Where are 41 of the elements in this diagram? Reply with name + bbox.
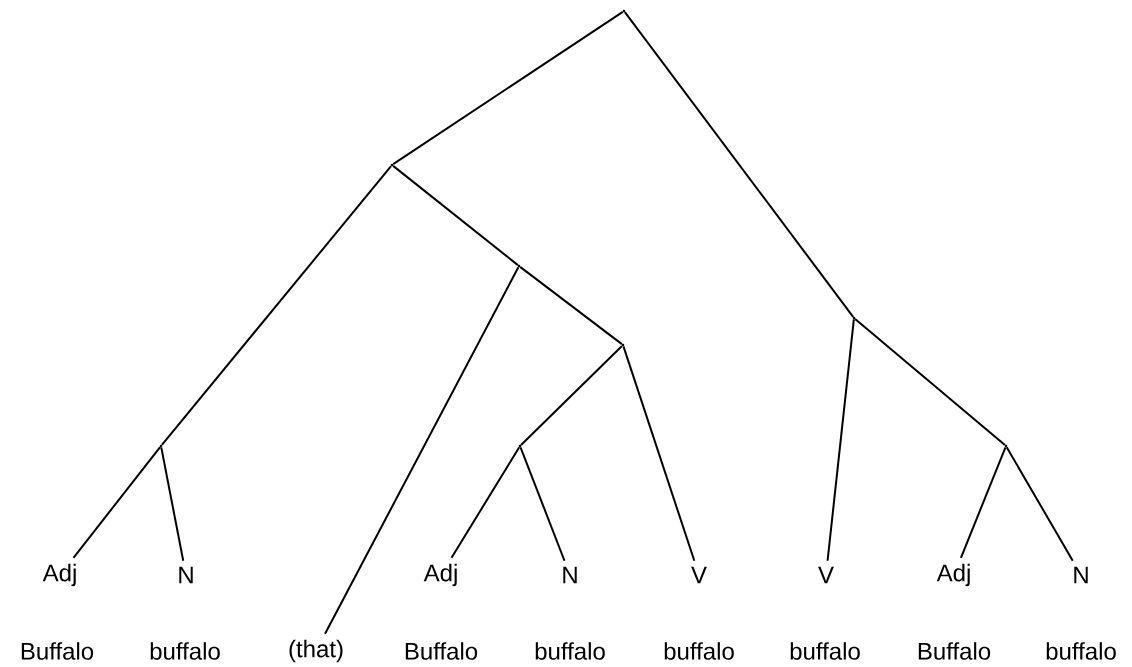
tree-branch <box>1005 446 1074 562</box>
word-label: buffalo <box>535 642 605 660</box>
junction-point <box>517 264 521 268</box>
category-label: N <box>1074 566 1088 584</box>
junction-point <box>518 444 522 448</box>
word-label: buffalo <box>150 642 220 660</box>
category-label: (that) <box>289 639 343 663</box>
category-label: V <box>691 566 707 584</box>
junction-point <box>390 163 394 167</box>
category-label: V <box>818 566 834 584</box>
tree-branch <box>160 165 393 446</box>
tree-branch <box>826 318 855 562</box>
tree-branch <box>519 446 566 562</box>
word-label: buffalo <box>664 642 734 660</box>
word-label: Buffalo <box>21 642 94 660</box>
word-label: buffalo <box>1046 642 1116 660</box>
tree-branch <box>623 11 855 318</box>
category-label: N <box>179 566 193 584</box>
category-label: Adj <box>42 563 76 587</box>
tree-branch <box>519 265 623 346</box>
tree-branch <box>959 446 1007 559</box>
word-label: buffalo <box>790 642 860 660</box>
category-label: Adj <box>423 563 457 587</box>
junction-point <box>159 444 163 448</box>
junction-point <box>621 343 625 347</box>
tree-branch <box>450 446 521 559</box>
word-label: Buffalo <box>918 642 991 660</box>
tree-branch <box>854 317 1006 447</box>
word-label: Buffalo <box>405 642 478 660</box>
tree-branch <box>72 446 162 559</box>
tree-branch <box>160 446 185 562</box>
category-label: N <box>563 566 577 584</box>
junction-point <box>1004 444 1008 448</box>
tree-branch <box>392 10 624 166</box>
tree-branch <box>520 345 623 446</box>
category-label: Adj <box>936 563 970 587</box>
tree-branch <box>622 345 696 562</box>
junction-point <box>852 316 856 320</box>
tree-branch <box>324 266 520 635</box>
junction-point <box>622 9 626 13</box>
tree-branch <box>392 164 519 267</box>
